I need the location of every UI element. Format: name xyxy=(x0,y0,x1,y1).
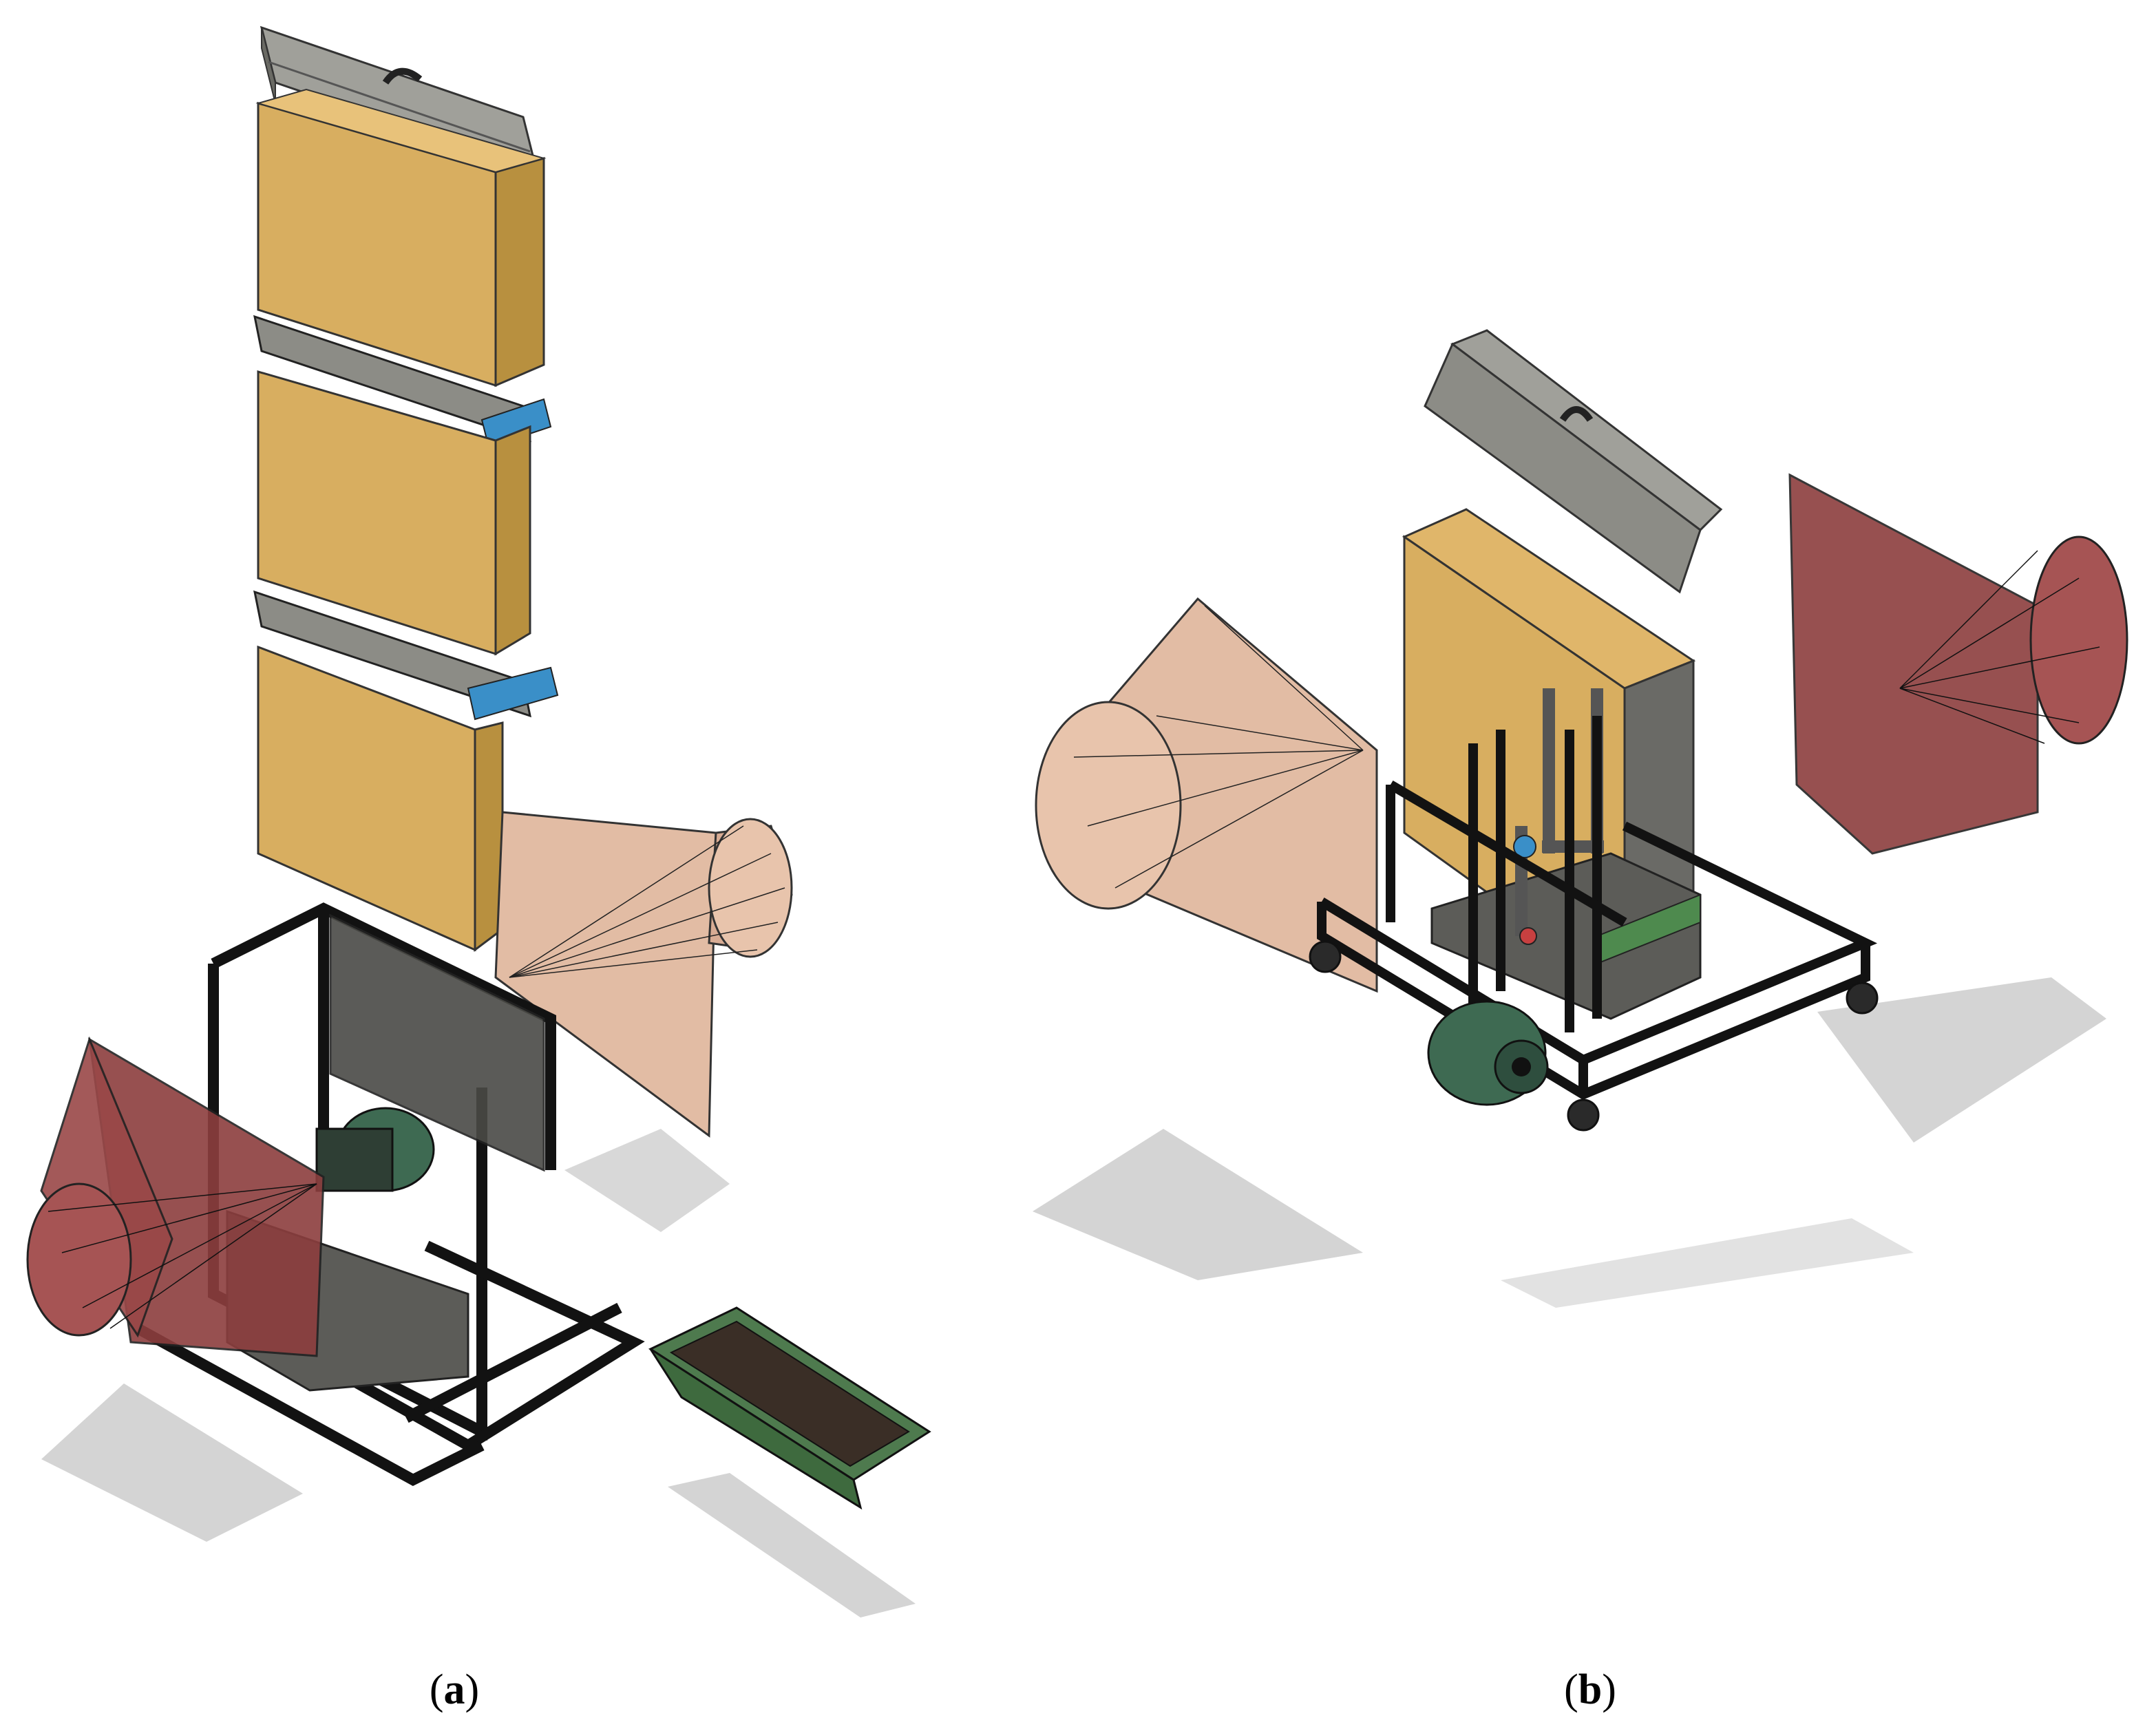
caption-b-open: ( xyxy=(1564,1666,1578,1713)
wheel-back-right xyxy=(1846,982,1879,1015)
shadow-outlet-duct xyxy=(564,1129,730,1232)
cart-wheels xyxy=(1309,940,1879,1132)
assembled-unit-drawing xyxy=(1033,329,2128,1308)
pipe-fitting-blue xyxy=(1513,835,1536,858)
pump-motor xyxy=(1427,1000,1549,1106)
caption-a: (a) xyxy=(385,1666,523,1721)
exploded-assembly-drawing xyxy=(26,25,931,1617)
panel-a-exploded-view xyxy=(0,0,964,1638)
caption-b: (b) xyxy=(1521,1666,1659,1721)
shadow-cart xyxy=(1501,1218,1914,1308)
cooling-pad-2 xyxy=(257,370,531,656)
inlet-duct-left xyxy=(1035,597,1378,993)
pump-motor xyxy=(315,1107,435,1192)
outlet-duct-right xyxy=(1788,473,2128,855)
panel-b-assembled-view xyxy=(1005,303,2156,1349)
wheel-front-right xyxy=(1567,1099,1600,1132)
cart-frame xyxy=(1317,716,1878,1100)
shadow-outlet-duct xyxy=(1817,977,2106,1143)
caption-a-letter: a xyxy=(443,1666,465,1713)
shadow-inlet-duct xyxy=(1033,1129,1363,1280)
caption-a-open: ( xyxy=(429,1666,444,1713)
outlet-duct-right xyxy=(494,811,793,1138)
caption-b-letter: b xyxy=(1578,1666,1603,1713)
pad-rail-2 xyxy=(253,590,559,721)
cooling-pad-3 xyxy=(257,645,504,952)
pipe-fitting-red xyxy=(1519,927,1537,945)
caption-b-close: ) xyxy=(1602,1666,1616,1713)
shadow-inlet-duct xyxy=(41,1383,303,1542)
cooling-pad-1 xyxy=(255,88,547,388)
wheel-front-left xyxy=(1309,940,1342,973)
top-cover xyxy=(1424,329,1723,594)
shadow-planter xyxy=(668,1473,916,1617)
inlet-duct-left xyxy=(26,1036,325,1357)
planter-tray xyxy=(648,1306,931,1510)
caption-a-close: ) xyxy=(465,1666,480,1713)
frame-side-plate xyxy=(329,913,545,1172)
